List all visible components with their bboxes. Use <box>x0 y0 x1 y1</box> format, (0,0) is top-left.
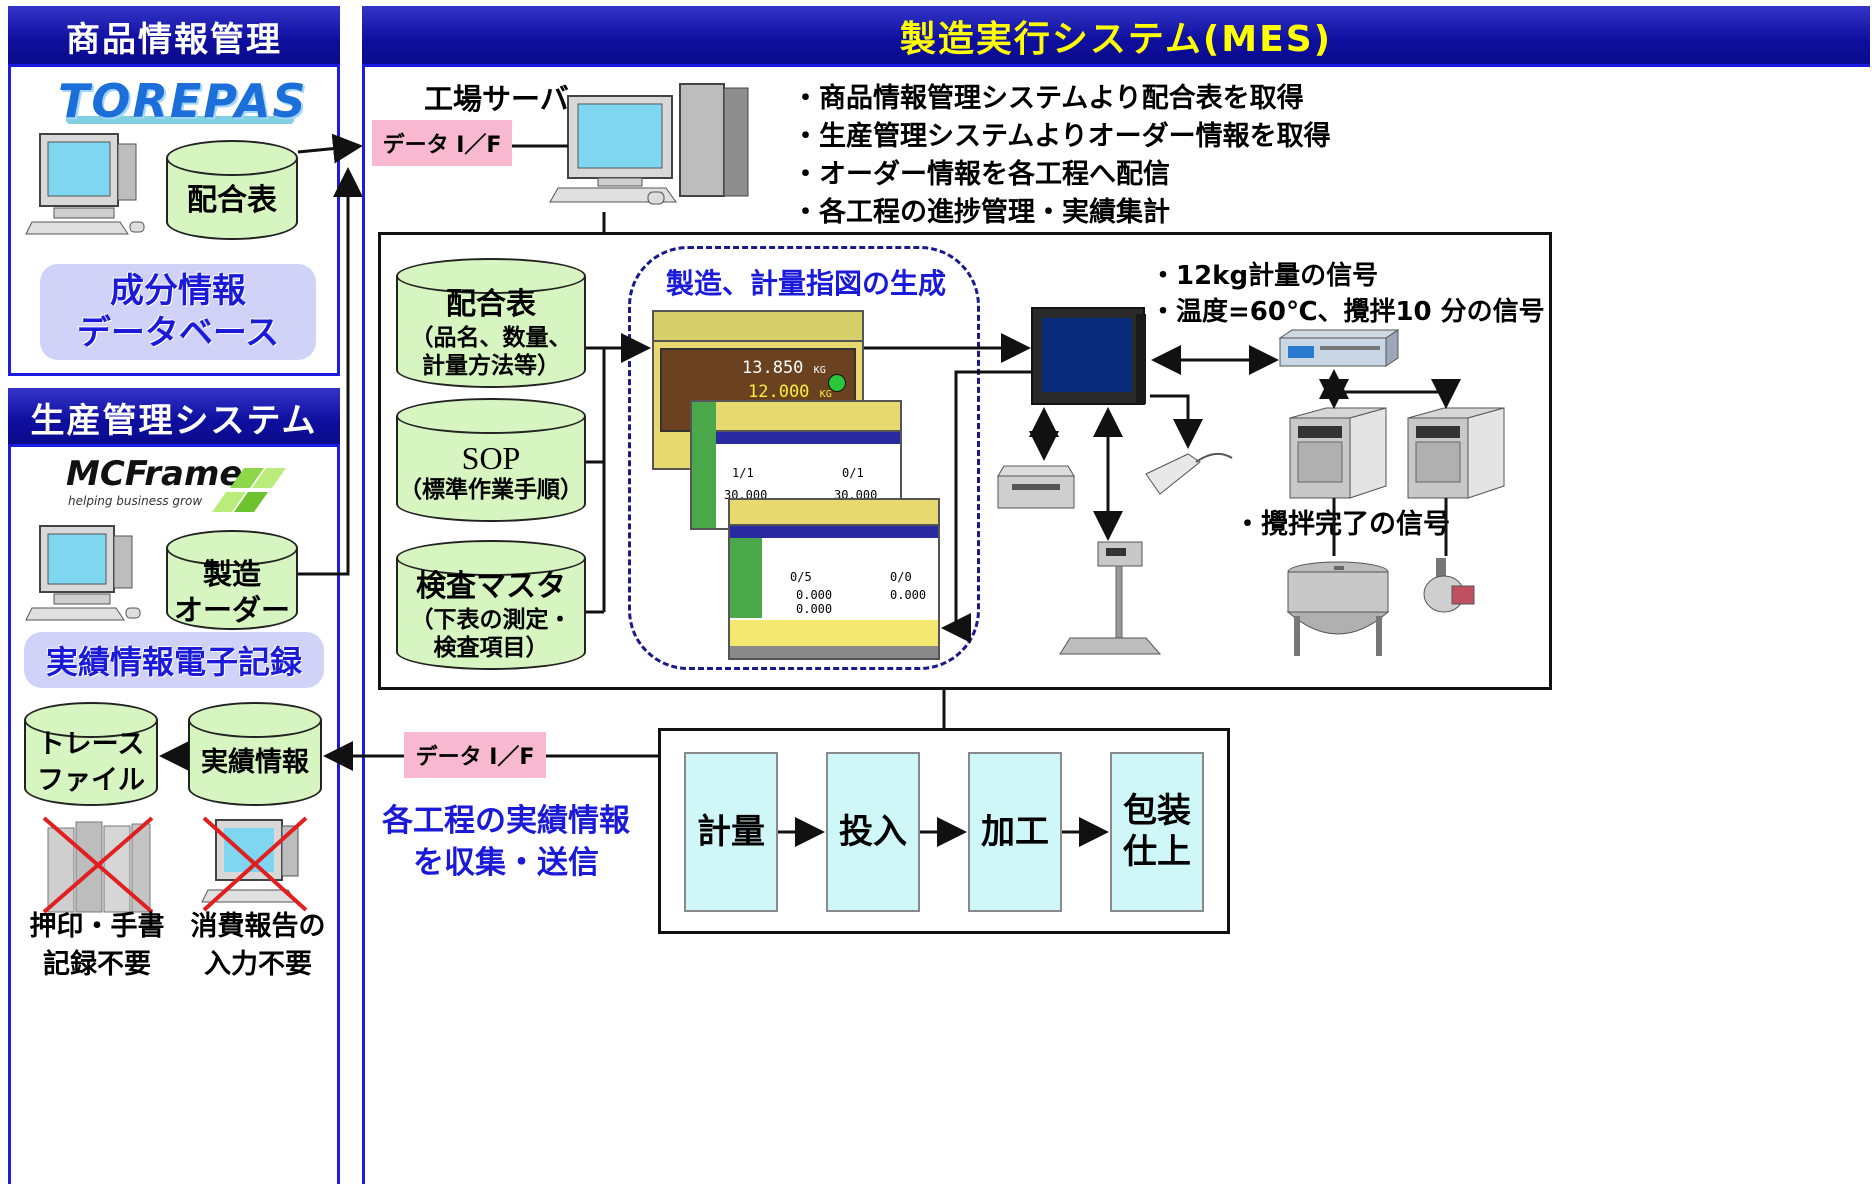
barcode-scanner-icon <box>1145 452 1233 495</box>
instruction-generation-region <box>628 246 980 670</box>
mes-bullet-2: ・生産管理システムよりオーダー情報を取得 <box>792 121 1331 152</box>
screen3-v1: 0/5 <box>790 570 812 584</box>
weighing-screen-3: 0/5 0/0 0.000 0.000 0.000 <box>728 498 940 660</box>
screen3-v5: 0.000 <box>796 602 833 616</box>
mcframe-tagline: helping business grow <box>68 494 203 508</box>
sop-cylinder: SOP （標準作業手順） <box>396 398 586 522</box>
torepas-logo-text: TOREPAS <box>58 74 308 128</box>
screen1-weight2: 12.000 KG <box>748 382 832 402</box>
mcframe-mark-icon <box>212 468 286 512</box>
mes-bullet-list: ・商品情報管理システムより配合表を取得 ・生産管理システムよりオーダー情報を取得… <box>792 80 1331 232</box>
mes-bullet-1: ・商品情報管理システムより配合表を取得 <box>792 83 1304 114</box>
screen3-v3: 0.000 <box>796 588 833 602</box>
mes-bullet-3: ・オーダー情報を各工程へ配信 <box>792 159 1170 190</box>
no-report-line1: 消費報告の <box>190 911 326 942</box>
recipe-db-cylinder: 配合表 <box>166 140 298 240</box>
data-if-bottom: データ I／F <box>404 732 546 778</box>
order-db-line1: 製造 <box>202 557 261 591</box>
inspection-master-sub1: （下表の測定・ <box>410 607 572 633</box>
temp-controller-icon <box>1407 407 1505 499</box>
screen1-weight1: 13.850 KG <box>742 358 826 378</box>
process-step-processing: 加工 <box>968 752 1062 912</box>
screen3-v4: 0.000 <box>890 588 927 602</box>
mixing-tank-icon <box>1286 561 1390 656</box>
pc-icon <box>25 525 141 621</box>
pc-icon <box>25 133 145 235</box>
recipe-db-label: 配合表 <box>187 183 277 218</box>
signal-note-2: ・温度=60℃、攪拌10 分の信号 <box>1150 297 1545 327</box>
mes-inner-box <box>378 232 1552 690</box>
mcframe-logo: MCFrame helping business grow <box>64 454 304 518</box>
touch-panel-icon <box>1031 307 1146 405</box>
signal-note-1: ・12kg計量の信号 <box>1150 261 1379 291</box>
collect-results-line1: 各工程の実績情報 <box>382 803 630 839</box>
binder-icon <box>42 816 154 914</box>
trace-file-line1: トレース <box>37 729 145 760</box>
collect-results-line2: を収集・送信 <box>413 845 599 881</box>
ingredient-db-line1: 成分情報 <box>110 271 246 311</box>
ingredient-db-line2: データベース <box>76 313 280 353</box>
no-stamp-line1: 押印・手書 <box>29 911 165 942</box>
mes-bullet-4: ・各工程の進捗管理・実績集計 <box>792 197 1170 228</box>
process-step-weighing: 計量 <box>684 752 778 912</box>
process-box <box>658 728 1230 934</box>
inspection-master-title: 検査マスタ <box>416 569 566 604</box>
sop-title: SOP <box>461 440 521 476</box>
server-icon <box>549 83 749 205</box>
results-record-box: 実績情報電子記録 <box>24 632 324 688</box>
factory-server-label: 工場サーバ <box>424 82 569 116</box>
mcframe-logo-text: MCFrame <box>66 454 243 494</box>
scale-icon <box>1059 541 1162 655</box>
ingredient-db-box: 成分情報 データベース <box>40 264 316 360</box>
no-stamp-note: 押印・手書 記録不要 <box>22 908 172 984</box>
order-db-line2: オーダー <box>173 593 290 627</box>
recipe-master-sub1: （品名、数量、 <box>410 325 572 351</box>
pc-icon <box>201 816 308 912</box>
mes-header: 製造実行システム(MES) <box>362 6 1870 66</box>
flow-meter-icon <box>1423 558 1475 613</box>
inspection-master-sub2: 検査項目） <box>433 635 549 661</box>
stir-signal-note: ・攪拌完了の信号 <box>1234 509 1450 540</box>
sop-sub: （標準作業手順） <box>399 477 583 503</box>
data-if-top-label: データ I／F <box>382 133 502 158</box>
data-if-top: データ I／F <box>372 120 512 166</box>
results-db-label: 実績情報 <box>201 747 309 778</box>
process-step-charging: 投入 <box>826 752 920 912</box>
trace-file-line2: ファイル <box>37 765 145 796</box>
recipe-master-title: 配合表 <box>446 287 536 322</box>
instruction-generation-title: 製造、計量指図の生成 <box>666 267 947 300</box>
recipe-master-sub2: 計量方法等） <box>422 353 560 379</box>
trace-file-cylinder: トレース ファイル <box>24 702 158 806</box>
order-db-cylinder: 製造 オーダー <box>166 530 298 630</box>
signal-notes: ・12kg計量の信号 ・温度=60℃、攪拌10 分の信号 <box>1150 258 1545 330</box>
inspection-master-cylinder: 検査マスタ （下表の測定・ 検査項目） <box>396 540 586 670</box>
no-report-note: 消費報告の 入力不要 <box>180 908 336 984</box>
no-report-line2: 入力不要 <box>204 949 312 980</box>
temp-controller-icon <box>1289 407 1387 499</box>
results-db-cylinder: 実績情報 <box>188 702 322 806</box>
weighing-screen-1: 13.850 KG 12.000 KG <box>652 310 864 470</box>
controller-icon <box>1278 329 1400 367</box>
recipe-master-cylinder: 配合表 （品名、数量、 計量方法等） <box>396 258 586 388</box>
screen2-v1: 1/1 <box>732 466 754 480</box>
product-info-header: 商品情報管理 <box>8 6 340 66</box>
process-step-packaging: 包装 仕上 <box>1110 752 1204 912</box>
torepas-logo: TOREPAS <box>58 74 308 130</box>
screen2-v2: 0/1 <box>842 466 864 480</box>
collect-results-note: 各工程の実績情報 を収集・送信 <box>374 800 638 884</box>
screen3-v2: 0/0 <box>890 570 912 584</box>
data-if-bottom-label: データ I／F <box>415 745 535 770</box>
printer-icon <box>997 465 1075 509</box>
results-record-label: 実績情報電子記録 <box>45 643 302 681</box>
production-mgmt-header: 生産管理システム <box>8 388 340 446</box>
no-stamp-line2: 記録不要 <box>43 949 151 980</box>
